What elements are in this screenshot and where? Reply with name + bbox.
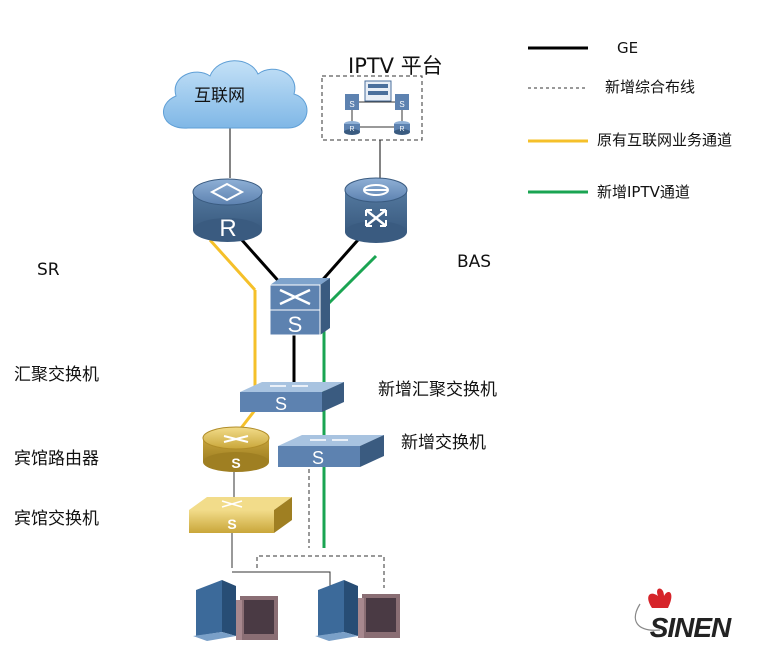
iptv-router-letter-left: R [349,126,354,133]
hotel-switch-label: 宾馆交换机 [14,509,99,529]
iptv-switch-letter-right: S [399,100,404,109]
iptv-platform-icon [321,75,423,141]
bas-label: BAS [457,252,492,272]
sinen-logo [634,588,672,631]
legend-swatches [528,46,588,194]
sr-router-icon [192,178,263,242]
iptv-router-letter-right: R [399,126,404,133]
core-switch-letter: S [288,312,303,337]
sr-label: SR [37,260,60,280]
pc-icon-left [193,580,278,641]
legend-existing-internet-label: 原有互联网业务通道 [597,131,733,149]
new-switch-label: 新增交换机 [401,433,486,453]
pc-icon-right [315,580,400,641]
new-agg-switch-letter: S [275,394,287,414]
new-agg-switch-label: 新增汇聚交换机 [378,380,497,400]
new-cabling-pc-link [256,555,385,588]
hotel-router-letter: S [231,455,240,471]
cable-link-pc-second [232,571,331,588]
iptv-path-a [322,254,378,310]
logo-text: SINEN [650,612,732,643]
new-agg-switch-icon [240,382,344,412]
hotel-router-icon [202,426,270,472]
legend-new-cabling-label: 新增综合布线 [605,78,696,96]
new-switch-icon [278,435,384,467]
hotel-router-label: 宾馆路由器 [14,449,99,469]
internet-path-a [208,238,257,292]
agg-switch-label: 汇聚交换机 [14,365,99,385]
core-switch-icon [269,278,330,336]
iptv-switch-letter-left: S [349,100,354,109]
bas-icon [344,177,408,243]
legend-new-iptv-label: 新增IPTV通道 [597,183,690,201]
hotel-switch-letter: S [227,516,236,532]
legend-ge-label: GE [617,39,639,57]
new-switch-letter: S [312,448,324,468]
ge-link-bas-core [316,231,367,286]
internet-cloud-icon [163,60,308,129]
internet-label: 互联网 [194,86,245,106]
iptv-platform-label: IPTV 平台 [348,54,443,78]
sr-router-letter: R [219,215,236,242]
hotel-switch-icon [189,497,292,533]
